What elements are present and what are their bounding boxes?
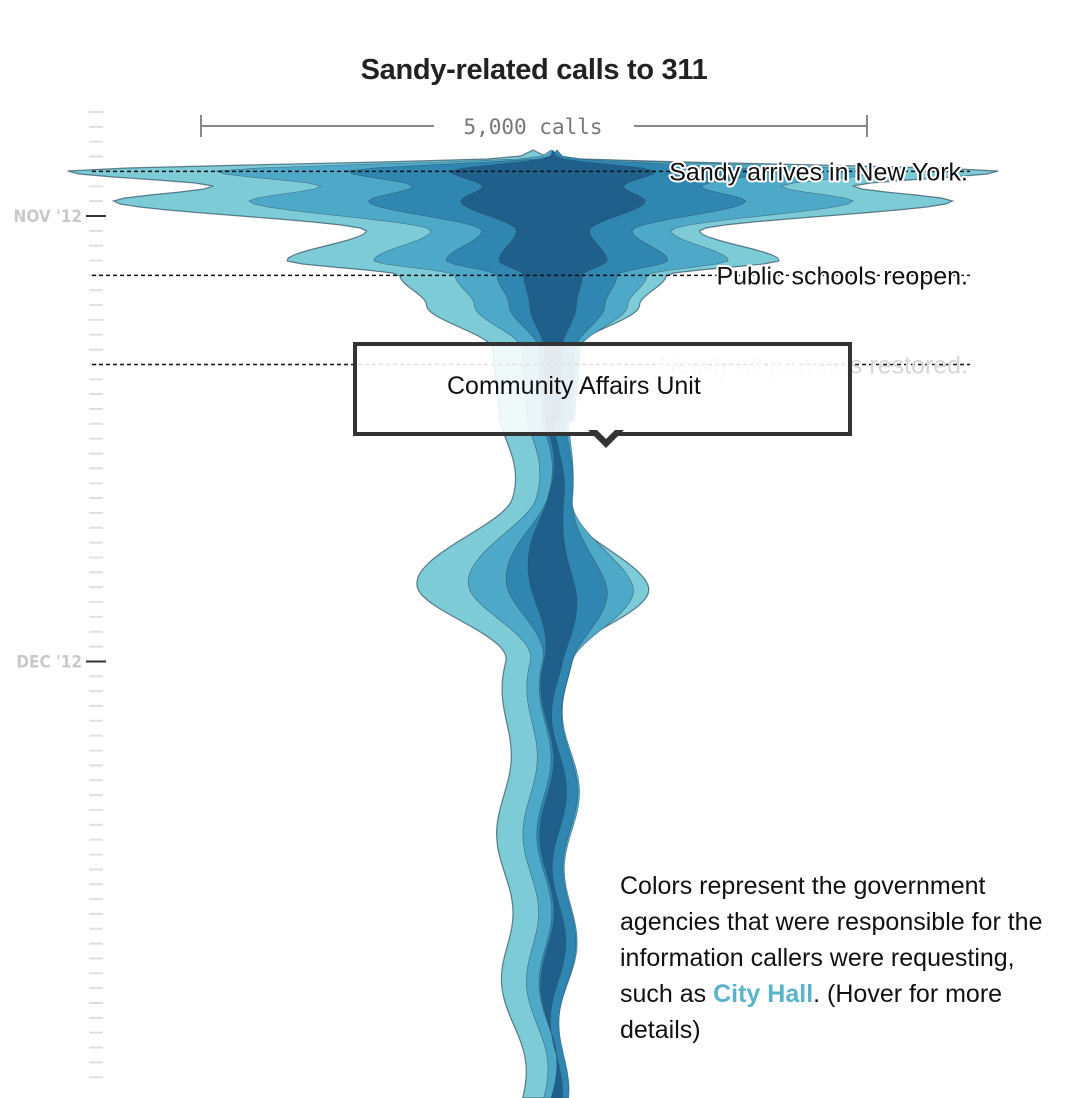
tooltip: Community Affairs Unit: [353, 342, 852, 436]
legend-note-text-end: . (Hover for more details): [620, 980, 1003, 1044]
legend-note-highlight-city-hall[interactable]: City Hall: [713, 980, 814, 1008]
annotation-label: Public schools reopen.: [716, 262, 968, 290]
stream-layer[interactable]: [450, 149, 656, 1098]
chart-title: Sandy-related calls to 311: [360, 54, 708, 86]
stream-layers[interactable]: [67, 149, 999, 1098]
legend-note-text: Colors represent the government agencies…: [620, 872, 1043, 1008]
month-tick-label: DEC '12: [16, 652, 82, 672]
scale-bar: 5,000 calls: [200, 115, 868, 139]
scale-bar-label: 5,000 calls: [463, 115, 602, 139]
legend-note: Colors represent the government agencies…: [620, 868, 1070, 1048]
tooltip-label: Community Affairs Unit: [447, 372, 701, 400]
annotation-label: Sandy arrives in New York.: [669, 158, 968, 186]
tooltip-pointer: [588, 426, 624, 448]
month-tick-label: NOV '12: [14, 207, 82, 227]
